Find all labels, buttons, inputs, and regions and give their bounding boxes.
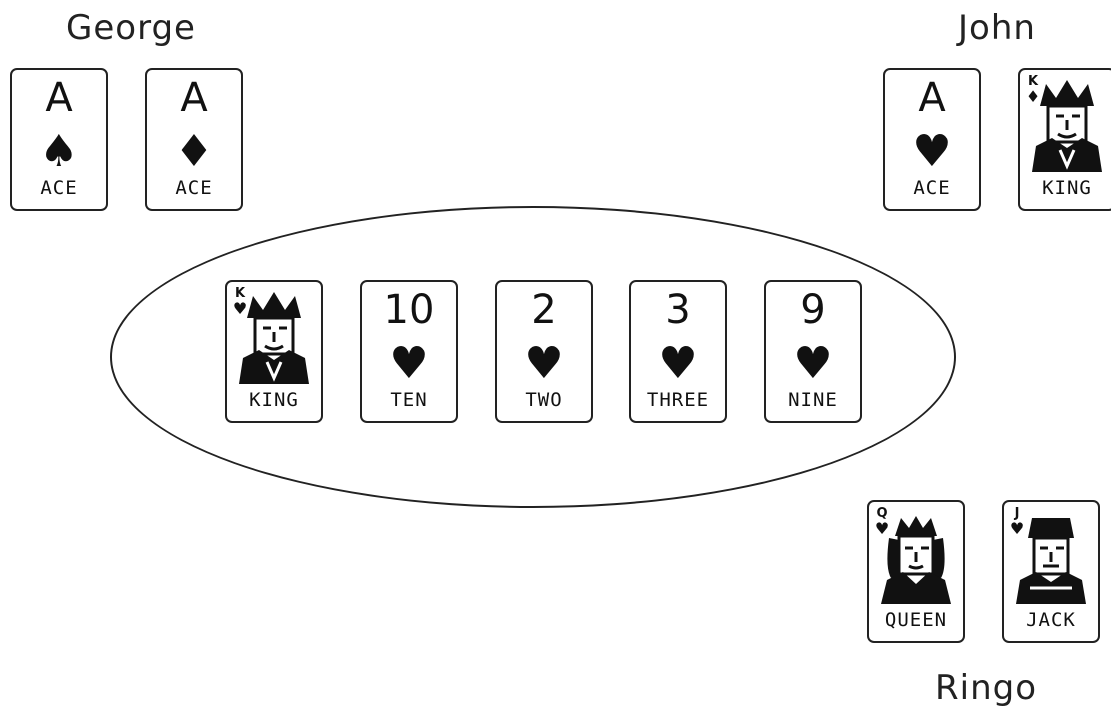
player-name-john: John <box>958 8 1036 48</box>
diamond-icon: ♦ <box>1025 87 1041 106</box>
heart-icon: ♥ <box>658 338 698 389</box>
card-name: QUEEN <box>884 609 948 631</box>
spade-icon: ♠ <box>39 126 79 177</box>
queen-face-icon <box>875 508 957 604</box>
ringo-card-1[interactable]: Q ♥ QUEEN <box>867 500 965 643</box>
card-name: JACK <box>1026 609 1076 631</box>
card-name: NINE <box>788 389 838 411</box>
king-face-icon <box>1026 76 1108 172</box>
corner-rank: K <box>1027 74 1039 89</box>
card-rank: A <box>45 75 73 121</box>
card-name: TEN <box>390 389 428 411</box>
king-face-icon <box>233 288 315 384</box>
card-rank: 10 <box>383 287 435 333</box>
jack-face-icon <box>1010 508 1092 604</box>
card-rank: 3 <box>665 287 691 333</box>
john-card-2[interactable]: K ♦ KING <box>1018 68 1111 211</box>
corner-rank: K <box>234 286 246 301</box>
george-card-2[interactable]: A ♦ ACE <box>145 68 243 211</box>
board-card-2[interactable]: 10 ♥ TEN <box>360 280 458 423</box>
board-card-5[interactable]: 9 ♥ NINE <box>764 280 862 423</box>
heart-icon: ♥ <box>1009 519 1025 538</box>
john-card-1[interactable]: A ♥ ACE <box>883 68 981 211</box>
card-name: KING <box>1042 177 1092 199</box>
heart-icon: ♥ <box>524 338 564 389</box>
poker-table <box>110 206 956 508</box>
board-card-4[interactable]: 3 ♥ THREE <box>629 280 727 423</box>
board-card-3[interactable]: 2 ♥ TWO <box>495 280 593 423</box>
corner-rank: J <box>1014 506 1020 521</box>
card-name: ACE <box>913 177 951 199</box>
card-name: TWO <box>525 389 563 411</box>
player-name-ringo: Ringo <box>935 668 1038 708</box>
card-corner: K ♦ <box>1025 74 1041 105</box>
card-rank: 9 <box>800 287 826 333</box>
card-name: ACE <box>40 177 78 199</box>
heart-icon: ♥ <box>793 338 833 389</box>
card-rank: A <box>918 75 946 121</box>
diamond-icon: ♦ <box>174 126 214 177</box>
card-name: KING <box>249 389 299 411</box>
ringo-card-2[interactable]: J ♥ JACK <box>1002 500 1100 643</box>
heart-icon: ♥ <box>232 299 248 318</box>
heart-icon: ♥ <box>912 126 952 177</box>
board-card-1[interactable]: K ♥ KING <box>225 280 323 423</box>
card-corner: J ♥ <box>1009 506 1025 537</box>
card-name: THREE <box>646 389 710 411</box>
george-card-1[interactable]: A ♠ ACE <box>10 68 108 211</box>
card-rank: A <box>180 75 208 121</box>
heart-icon: ♥ <box>874 519 890 538</box>
card-corner: K ♥ <box>232 286 248 317</box>
card-rank: 2 <box>531 287 557 333</box>
heart-icon: ♥ <box>389 338 429 389</box>
player-name-george: George <box>66 8 196 48</box>
card-corner: Q ♥ <box>874 506 890 537</box>
card-name: ACE <box>175 177 213 199</box>
corner-rank: Q <box>876 506 888 521</box>
